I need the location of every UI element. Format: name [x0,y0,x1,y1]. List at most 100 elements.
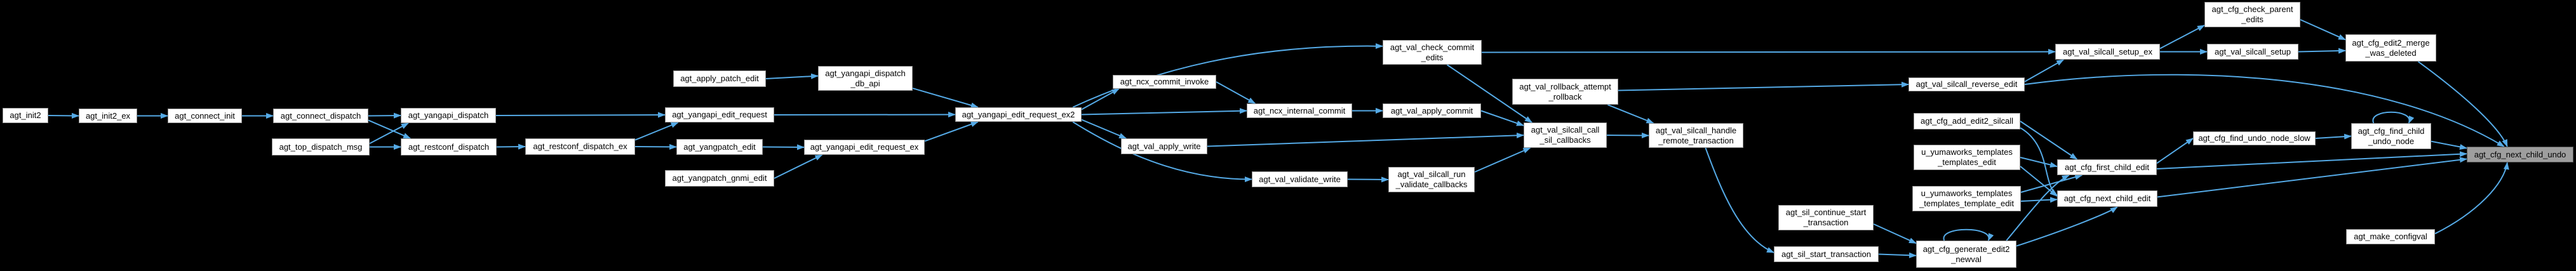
node-label: agt_init2 [10,110,41,120]
node-label: agt_val_check_commit [1390,42,1475,52]
edge-agt_val_check_commit_edits-to-agt_val_silcall_call_sil_callbacks [1446,64,1533,123]
node-agt_val_silcall_setup[interactable]: agt_val_silcall_setup [2207,44,2298,60]
edge-agt_yangapi_edit_request_ex2-to-agt_val_apply_write [1081,119,1127,139]
edge-agt_cfg_add_edit2_silcall-to-agt_cfg_first_child_edit [2020,121,2078,160]
node-agt_val_validate_write[interactable]: agt_val_validate_write [1252,171,1348,187]
edge-agt_yangpatch_edit-to-agt_yangapi_edit_request_ex [762,144,805,150]
node-label: agt_ncx_internal_commit [1253,105,1346,116]
edge-agt_yangpatch_gnmi_edit-to-agt_yangapi_edit_request_ex [774,154,823,179]
node-agt_yangapi_edit_request[interactable]: agt_yangapi_edit_request [665,107,774,122]
node-agt_yangapi_edit_request_ex[interactable]: agt_yangapi_edit_request_ex [804,140,925,155]
node-agt_cfg_next_child_undo[interactable]: agt_cfg_next_child_undo [2467,147,2573,162]
edge-agt_val_silcall_reverse_edit-to-agt_cfg_next_child_undo [2024,74,2505,147]
node-agt_cfg_add_edit2_silcall[interactable]: agt_cfg_add_edit2_silcall [1914,113,2020,129]
node-agt_restconf_dispatch_ex[interactable]: agt_restconf_dispatch_ex [525,138,635,155]
node-label: _was_deleted [2365,48,2417,58]
edge-agt_yangapi_edit_request_ex2-to-agt_ncx_commit_invoke [1081,88,1120,110]
node-agt_val_silcall_call_sil_callbacks[interactable]: agt_val_silcall_call_sil_callbacks [1524,122,1607,148]
node-label: agt_val_silcall_setup [2215,46,2291,56]
node-label: agt_val_silcall_setup_ex [2063,46,2152,56]
edge-agt_val_silcall_handle_remote_transaction-to-agt_sil_start_transaction [1705,147,1774,253]
node-label: agt_yangpatch_gnmi_edit [672,173,767,183]
node-agt_connect_init[interactable]: agt_connect_init [168,109,242,123]
node-agt_make_configval[interactable]: agt_make_configval [2346,229,2435,244]
node-agt_yangpatch_edit[interactable]: agt_yangpatch_edit [676,139,763,155]
node-agt_cfg_generate_edit2_newval[interactable]: agt_cfg_generate_edit2_newval [1916,241,2016,268]
node-agt_val_apply_commit[interactable]: agt_val_apply_commit [1383,103,1481,118]
node-label: _validate_callbacks [1395,180,1468,189]
node-label: _templates_edit [1938,157,1996,167]
node-agt_val_silcall_handle_remote_transaction[interactable]: agt_val_silcall_handle_remote_transactio… [1649,123,1743,148]
node-label: agt_val_rollback_attempt [1519,81,1611,91]
edge-agt_cfg_generate_edit2_newval-to-agt_cfg_generate_edit2_newval [1943,228,1994,241]
node-label: _newval [1951,254,1982,264]
node-label: _transaction [1803,218,1849,227]
node-agt_ncx_commit_invoke[interactable]: agt_ncx_commit_invoke [1113,75,1216,89]
node-agt_connect_dispatch[interactable]: agt_connect_dispatch [273,109,368,123]
node-label: agt_init2_ex [85,110,131,121]
node-agt_top_dispatch_msg[interactable]: agt_top_dispatch_msg [272,138,370,155]
node-agt_val_apply_write[interactable]: agt_val_apply_write [1121,138,1207,154]
node-label: agt_val_silcall_call [1531,125,1600,135]
node-agt_sil_continue_start_transaction[interactable]: agt_sil_continue_start_transaction [1778,205,1874,230]
node-agt_val_silcall_reverse_edit[interactable]: agt_val_silcall_reverse_edit [1909,77,2025,91]
node-agt_yangapi_dispatch_db_api[interactable]: agt_yangapi_dispatch_db_api [818,66,913,91]
edge-agt_cfg_find_undo_node_slow-to-agt_cfg_find_child_undo_node [2315,133,2352,140]
node-label: agt_apply_patch_edit [680,74,759,83]
node-u_yumaworks_templates_templates_template_edit[interactable]: u_yumaworks_templates_templates_template… [1912,186,2021,211]
edge-agt_val_rollback_attempt_rollback-to-agt_val_silcall_handle_remote_transaction [1607,104,1654,124]
node-label: agt_yangpatch_edit [683,142,756,152]
node-agt_sil_start_transaction[interactable]: agt_sil_start_transaction [1774,246,1879,262]
node-label: agt_val_validate_write [1259,174,1341,184]
edge-agt_yangapi_edit_request-to-agt_yangapi_edit_request_ex2 [774,112,956,118]
node-agt_cfg_next_child_edit[interactable]: agt_cfg_next_child_edit [2057,190,2157,207]
edge-agt_yangapi_edit_request_ex2-to-agt_val_check_commit_edits [1072,43,1383,108]
node-label: agt_cfg_first_child_edit [2065,162,2149,172]
node-label: _rollback [1548,91,1582,102]
node-label: agt_yangapi_edit_request_ex2 [962,109,1075,119]
node-agt_val_silcall_setup_ex[interactable]: agt_val_silcall_setup_ex [2055,44,2160,60]
node-agt_cfg_first_child_edit[interactable]: agt_cfg_first_child_edit [2057,159,2157,175]
node-label: agt_top_dispatch_msg [279,142,363,152]
node-agt_val_silcall_run_validate_callbacks[interactable]: agt_val_silcall_run_validate_callbacks [1388,167,1475,192]
node-agt_restconf_dispatch[interactable]: agt_restconf_dispatch [401,138,497,155]
node-agt_val_rollback_attempt_rollback[interactable]: agt_val_rollback_attempt_rollback [1512,79,1618,105]
node-agt_cfg_find_undo_node_slow[interactable]: agt_cfg_find_undo_node_slow [2193,131,2316,145]
node-agt_cfg_find_child_undo_node[interactable]: agt_cfg_find_child_undo_node [2351,123,2431,149]
node-label: u_yumaworks_templates [1921,147,2013,157]
edge-agt_restconf_dispatch_ex-to-agt_yangapi_edit_request [634,122,679,141]
node-label: agt_val_silcall_run [1397,169,1466,179]
node-agt_cfg_edit2_merge_was_deleted[interactable]: agt_cfg_edit2_merge_was_deleted [2345,34,2436,62]
edge-agt_cfg_first_child_edit-to-agt_cfg_find_undo_node_slow [2156,138,2194,164]
node-label: agt_cfg_check_parent [2211,4,2293,14]
node-agt_yangapi_dispatch[interactable]: agt_yangapi_dispatch [401,108,496,123]
node-agt_yangpatch_gnmi_edit[interactable]: agt_yangpatch_gnmi_edit [665,170,774,187]
node-agt_cfg_check_parent_edits[interactable]: agt_cfg_check_parent_edits [2204,2,2300,27]
edge-agt_cfg_check_parent_edits-to-agt_cfg_edit2_merge_was_deleted [2300,19,2346,41]
node-u_yumaworks_templates_templates_edit[interactable]: u_yumaworks_templates_templates_edit [1914,145,2020,170]
edge-agt_top_dispatch_msg-to-agt_yangapi_dispatch [369,122,409,144]
node-label: agt_ncx_commit_invoke [1120,77,1209,86]
node-label: agt_yangapi_dispatch [408,110,489,120]
node-agt_ncx_internal_commit[interactable]: agt_ncx_internal_commit [1247,103,1352,118]
node-label: agt_restconf_dispatch [408,142,490,152]
node-agt_init2_ex[interactable]: agt_init2_ex [79,109,137,123]
node-label: agt_cfg_generate_edit2 [1922,244,2010,254]
edge-u_yumaworks_templates_templates_template_edit-to-agt_cfg_first_child_edit [2020,174,2083,193]
edge-agt_connect_dispatch-to-agt_restconf_dispatch [368,119,412,139]
edge-agt_val_silcall_setup-to-agt_cfg_edit2_merge_was_deleted [2298,48,2346,54]
node-label: agt_cfg_add_edit2_silcall [1921,116,2013,126]
node-label: agt_sil_start_transaction [1781,249,1871,259]
node-label: _undo_node [2368,136,2415,146]
node-agt_init2[interactable]: agt_init2 [3,108,48,123]
node-label: agt_cfg_next_child_edit [2063,194,2151,203]
edge-agt_apply_patch_edit-to-agt_yangapi_dispatch_db_api [765,73,819,79]
node-agt_val_check_commit_edits[interactable]: agt_val_check_commit_edits [1383,40,1482,65]
node-agt_yangapi_edit_request_ex2[interactable]: agt_yangapi_edit_request_ex2 [955,107,1082,122]
node-agt_apply_patch_edit[interactable]: agt_apply_patch_edit [673,70,766,87]
edge-agt_yangapi_edit_request_ex2-to-agt_ncx_internal_commit [1081,108,1247,116]
edge-agt_yangapi_edit_request_ex2-to-agt_val_validate_write [1072,121,1252,183]
node-label: agt_yangapi_edit_request_ex [810,142,919,152]
edge-agt_val_apply_write-to-agt_val_silcall_call_sil_callbacks [1207,132,1524,147]
